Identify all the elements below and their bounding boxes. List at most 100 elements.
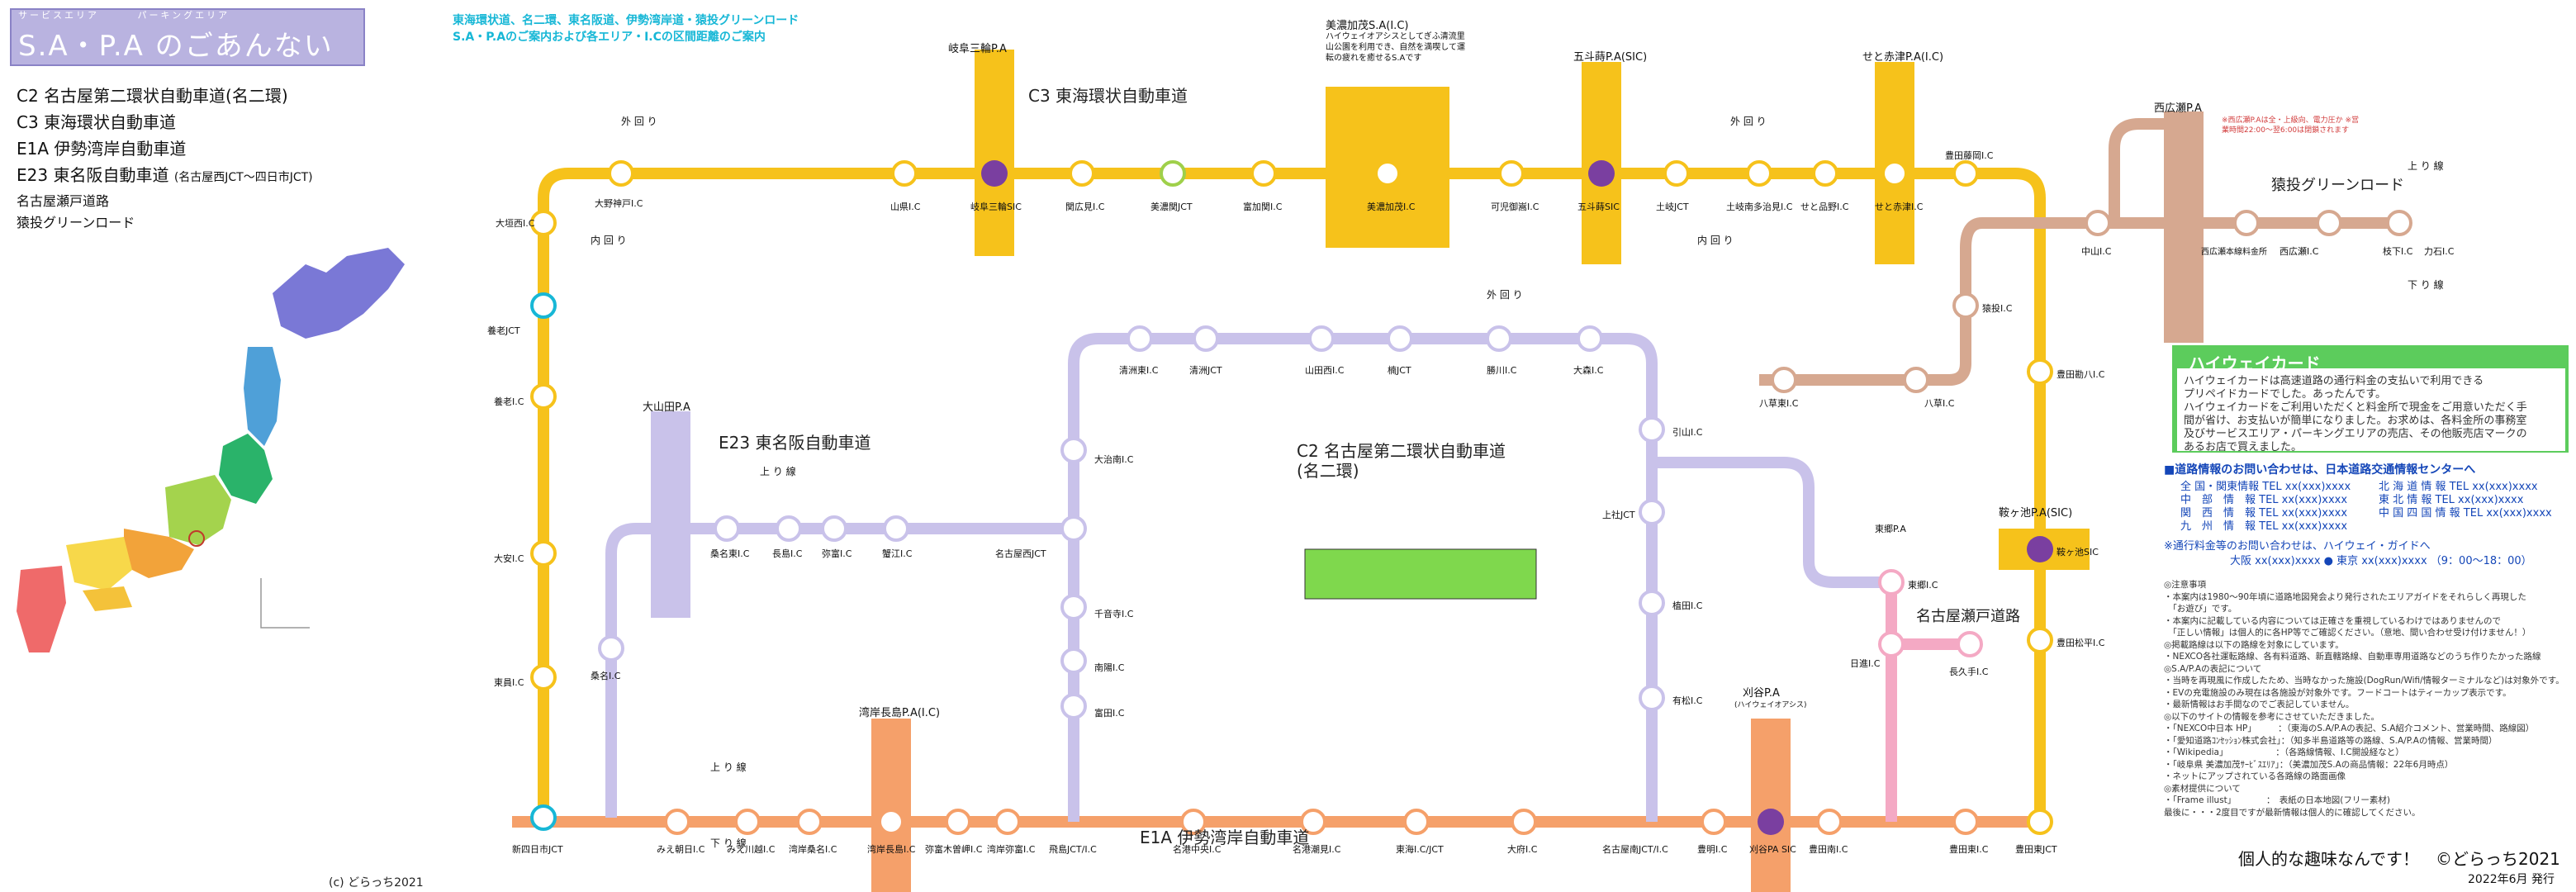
ic-label: 富加関I.C bbox=[1243, 202, 1283, 212]
note-line: ・NEXCO各社運転路線、各有料道路、新直轄路線、自動車専用道路などのうち作りた… bbox=[2164, 652, 2541, 662]
sa-label-minokamo: 美濃加茂S.A(I.C) bbox=[1326, 17, 1408, 32]
info-row-left: 全 国・関東情報 TEL xx(xxx)xxxx bbox=[2180, 481, 2351, 493]
sa-note: (I.C) bbox=[1386, 20, 1409, 32]
pa-note-nishihirose: ※西広瀬P.Aは全・上級向、電力圧か ※営業時間22:00〜翌6:00は閉鎖され… bbox=[2222, 116, 2359, 135]
ic-label: 養老I.C bbox=[494, 396, 524, 407]
ic-node bbox=[883, 515, 909, 542]
ic-node bbox=[1816, 809, 1843, 835]
highway-card-line: ハイウェイカードをご利用いただくと料金所で現金をご用意いただく手 bbox=[2184, 401, 2527, 414]
ic-node bbox=[530, 210, 557, 236]
highway-card-line: ハイウェイカードは高速道路の通行料金の支払いで利用できる bbox=[2184, 375, 2484, 387]
note-line: 「お遊び」です。 bbox=[2164, 604, 2237, 614]
route-title-c2: C2 名古屋第二環状自動車道 bbox=[1297, 441, 1506, 461]
ic-node bbox=[1069, 160, 1095, 187]
info-row-right: 北 海 道 情 報 TEL xx(xxx)xxxx bbox=[2379, 481, 2538, 493]
pa-label-wangan-nagashima: 湾岸長島P.A(I.C) bbox=[859, 704, 940, 719]
ic-label: 大野神戸I.C bbox=[595, 198, 643, 209]
pa-nishihirose bbox=[2164, 112, 2204, 343]
sa-name: 美濃加茂S.A bbox=[1326, 20, 1387, 32]
shikoku-region bbox=[83, 586, 132, 611]
direction-down: 下 り 線 bbox=[710, 837, 747, 849]
ic-node bbox=[1060, 693, 1087, 719]
pa-name: 五斗蒔P.A bbox=[1573, 51, 1621, 64]
route-note: (名古屋西JCT〜四日市JCT) bbox=[173, 171, 313, 184]
ic-node bbox=[878, 809, 904, 835]
ic-label: 長島I.C bbox=[772, 548, 803, 559]
ic-label: 名港中央I.C bbox=[1173, 844, 1222, 855]
guide-line: 大阪 xx(xxx)xxxx ● 東京 xx(xxx)xxxx （9：00〜18… bbox=[2230, 555, 2532, 567]
pa-name: 鞍ヶ池P.A bbox=[1999, 507, 2047, 520]
ic-label: 新四日市JCT bbox=[512, 844, 563, 855]
route-title-e1a: E1A 伊勢湾岸自動車道 bbox=[1140, 828, 1310, 847]
ic-label: 枝下I.C bbox=[2383, 246, 2413, 257]
japan-map bbox=[17, 248, 405, 652]
route-title-e23: E23 東名阪自動車道 bbox=[719, 433, 871, 453]
sic-node bbox=[2027, 536, 2053, 562]
ic-label: 湾岸桑名I.C bbox=[789, 844, 837, 855]
jct-node bbox=[1663, 160, 1690, 187]
ic-node bbox=[1701, 809, 1727, 835]
ic-label: 蟹江I.C bbox=[882, 548, 913, 559]
note-line: ・「NEXCO中日本 HP」 ：（東海のS.A/P.Aの表記、S.A紹介コメント… bbox=[2164, 724, 2535, 733]
note-line: 「正しい情報」は個人的に各HP等でご確認ください。（意地、間い合わせ受け付けませ… bbox=[2164, 628, 2531, 638]
pa-label-oyamada: 大山田P.A bbox=[643, 401, 690, 414]
route-code: E1A bbox=[17, 139, 50, 159]
ic-label: せと赤津I.C bbox=[1875, 202, 1924, 212]
ic-label: 豊田藤岡I.C bbox=[1945, 150, 1994, 161]
direction-down-2: 下 り 線 bbox=[2408, 279, 2444, 291]
ic-node bbox=[1127, 325, 1153, 352]
note-line: ・「Frame illust」 ： 表紙の日本地図(フリー素材) bbox=[2164, 795, 2390, 805]
note-line: ・「岐阜県 美濃加茂ｻｰﾋﾞｽｴﾘｱ」：（美濃加茂S.Aの商品情報：22年6月時… bbox=[2164, 759, 2454, 770]
note-line: ◎以下のサイトの情報を参考にさせていただきました。 bbox=[2164, 711, 2379, 722]
c3-route bbox=[538, 168, 2046, 818]
title-box bbox=[10, 8, 365, 66]
ic-node bbox=[1374, 160, 1401, 187]
route-name: 伊勢湾岸自動車道 bbox=[54, 139, 187, 159]
pa-label-nishihirose: 西広瀬P.A bbox=[2154, 102, 2202, 115]
ic-label: 西広瀬本線料金所 bbox=[2201, 248, 2267, 257]
ic-label: 富田I.C bbox=[1094, 708, 1125, 719]
ic-label: 名古屋南JCT/I.C bbox=[1602, 844, 1668, 855]
note-line: ・「Wikipedia」 ：（各路線情報、I.C開設経なと） bbox=[2164, 747, 2404, 757]
ic-node bbox=[530, 664, 557, 690]
credit-left: (c) どらっち2021 bbox=[329, 876, 424, 890]
pa-note: (I.C) bbox=[917, 707, 941, 719]
sic-node bbox=[1758, 809, 1784, 835]
highway-card-title: ハイウェイカード bbox=[2189, 353, 2321, 373]
ic-node bbox=[776, 515, 802, 542]
ic-label: 湾岸長島I.C bbox=[867, 844, 916, 855]
ic-label: 南陽I.C bbox=[1094, 662, 1125, 673]
ic-label: 大府I.C bbox=[1507, 844, 1538, 855]
route-title-c2-sub: (名二環) bbox=[1297, 461, 1359, 481]
ic-label: 山田西I.C bbox=[1305, 365, 1345, 376]
ic-label: 長久手I.C bbox=[1949, 667, 1989, 677]
ic-label: 桑名I.C bbox=[591, 671, 621, 681]
page-title: S.A・P.A のごあんない bbox=[18, 30, 334, 63]
ic-label: 豊田南I.C bbox=[1809, 844, 1848, 855]
direction-up-2: 上 り 線 bbox=[710, 762, 747, 773]
title-ruby-right: パーキングエリア bbox=[137, 10, 230, 21]
pa-name: せと赤津P.A bbox=[1862, 51, 1921, 64]
ic-label: 刈谷PA SIC bbox=[1749, 844, 1796, 855]
ic-label: 土岐南多治見I.C bbox=[1726, 202, 1793, 212]
ic-node bbox=[1952, 809, 1979, 835]
highway-card-line: あるお店で買えました。 bbox=[2184, 441, 2303, 453]
ic-label: 可児御嵩I.C bbox=[1491, 202, 1539, 212]
ic-node bbox=[1771, 367, 1797, 393]
ic-label: 美濃加茂I.C bbox=[1367, 202, 1416, 212]
ic-node bbox=[1486, 325, 1512, 352]
sapa-label-gifu-miwa: 岐阜三輪P.A bbox=[948, 43, 1007, 55]
ic-node bbox=[1957, 631, 1983, 657]
chugoku-region bbox=[66, 537, 132, 591]
note-line: ・本案内は1980〜90年頃に道路地図発会より発行されたエリアガイドをそれらしく… bbox=[2164, 591, 2526, 602]
top-description-line1: 東海環状道、名二環、東名阪道、伊勢湾岸道・猿投グリーンロード bbox=[453, 14, 799, 27]
pa-label-kariya: 刈谷P.A bbox=[1743, 687, 1780, 700]
ic-label: 大安I.C bbox=[494, 553, 524, 564]
ic-label: 関広見I.C bbox=[1065, 202, 1105, 212]
jct-node bbox=[530, 804, 557, 831]
ic-node bbox=[891, 160, 918, 187]
ic-node bbox=[2027, 627, 2053, 653]
ic-node bbox=[1878, 631, 1905, 657]
pa-note: (SIC) bbox=[1620, 51, 1648, 64]
ic-label: 名古屋西JCT bbox=[995, 548, 1046, 559]
